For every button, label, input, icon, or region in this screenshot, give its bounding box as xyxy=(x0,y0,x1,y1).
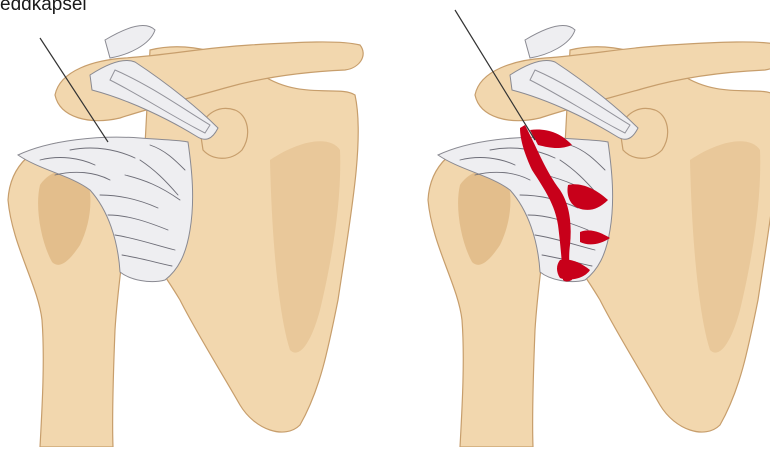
left-shoulder-panel xyxy=(8,25,363,447)
capsule-label: eddkapsel xyxy=(0,0,87,16)
healthy-shoulder-figure xyxy=(8,25,363,447)
right-shoulder-panel xyxy=(428,25,770,447)
